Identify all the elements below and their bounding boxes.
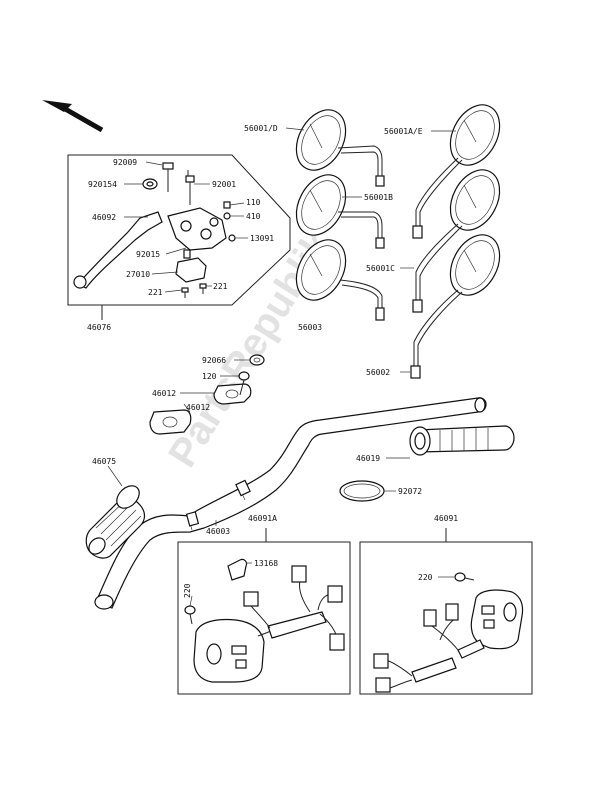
label-220-left: 220 bbox=[183, 583, 192, 598]
leader-lines-lever bbox=[124, 161, 248, 293]
label-46003: 46003 bbox=[206, 527, 230, 536]
label-56002: 56002 bbox=[366, 368, 390, 377]
switch-box-46091a bbox=[177, 528, 351, 695]
label-92066: 92066 bbox=[202, 356, 226, 365]
label-56001a-e: 56001A/E bbox=[384, 127, 423, 136]
label-46076: 46076 bbox=[87, 323, 111, 332]
label-92001: 92001 bbox=[212, 180, 236, 189]
label-92072: 92072 bbox=[398, 487, 422, 496]
screw-221-b bbox=[199, 283, 207, 294]
mirror-56001b bbox=[295, 174, 385, 249]
screw-220-right bbox=[454, 572, 475, 582]
label-56001c: 56001C bbox=[366, 264, 395, 273]
screw-92001 bbox=[185, 170, 195, 205]
mirror-56001c bbox=[412, 169, 501, 313]
label-46019: 46019 bbox=[356, 454, 380, 463]
label-56003: 56003 bbox=[298, 323, 322, 332]
label-46075: 46075 bbox=[92, 457, 116, 466]
leader-lines-handlebar bbox=[107, 359, 410, 526]
mirror-56001-d bbox=[295, 109, 385, 187]
screw-220-left bbox=[184, 605, 196, 625]
label-27010: 27010 bbox=[126, 270, 150, 279]
switch-housing-right bbox=[457, 589, 524, 659]
label-110: 110 bbox=[246, 198, 261, 207]
clutch-lever bbox=[73, 211, 163, 289]
clamp-lower-46012 bbox=[149, 409, 192, 435]
mirror-56001a-e bbox=[412, 104, 501, 239]
label-56001b: 56001B bbox=[364, 193, 393, 202]
mirror-56003 bbox=[295, 239, 385, 321]
label-220-right: 220 bbox=[418, 573, 433, 582]
label-13168: 13168 bbox=[254, 559, 278, 568]
switch-box-46091 bbox=[359, 528, 533, 695]
orientation-arrow-icon bbox=[42, 100, 104, 133]
band-92072 bbox=[339, 480, 385, 502]
screw-221-a bbox=[181, 287, 189, 298]
label-46091: 46091 bbox=[434, 514, 458, 523]
label-92015: 92015 bbox=[136, 250, 160, 259]
wire-harness-right bbox=[373, 603, 459, 693]
label-221-b: 221 bbox=[213, 282, 228, 291]
label-46012-a: 46012 bbox=[152, 389, 176, 398]
bolt-92009 bbox=[162, 162, 174, 192]
lever-assembly-box bbox=[67, 154, 291, 320]
grip-left-46075 bbox=[85, 485, 146, 559]
bracket-27010 bbox=[175, 249, 207, 283]
lever-holder bbox=[167, 207, 227, 251]
label-920154: 920154 bbox=[88, 180, 117, 189]
clip-13168 bbox=[227, 558, 248, 581]
label-13091: 13091 bbox=[250, 234, 274, 243]
leader-lines-mirrors bbox=[285, 127, 456, 373]
label-56001-d: 56001/D bbox=[244, 124, 278, 133]
label-221-a: 221 bbox=[148, 288, 163, 297]
handlebar-46003 bbox=[94, 397, 487, 610]
nut-920154 bbox=[142, 178, 158, 190]
label-46012-b: 46012 bbox=[186, 403, 210, 412]
grip-right-46019 bbox=[409, 425, 515, 456]
wire-harness-left bbox=[243, 565, 345, 651]
label-120: 120 bbox=[202, 372, 217, 381]
label-410: 410 bbox=[246, 212, 261, 221]
clamp-upper-46012 bbox=[213, 383, 252, 405]
label-46091a: 46091A bbox=[248, 514, 277, 523]
label-92009: 92009 bbox=[113, 158, 137, 167]
leader-lines-switch-left bbox=[189, 562, 252, 607]
cap-92066 bbox=[249, 354, 265, 366]
mirror-56002 bbox=[410, 234, 501, 379]
label-46092: 46092 bbox=[92, 213, 116, 222]
bolt-120 bbox=[238, 371, 250, 396]
